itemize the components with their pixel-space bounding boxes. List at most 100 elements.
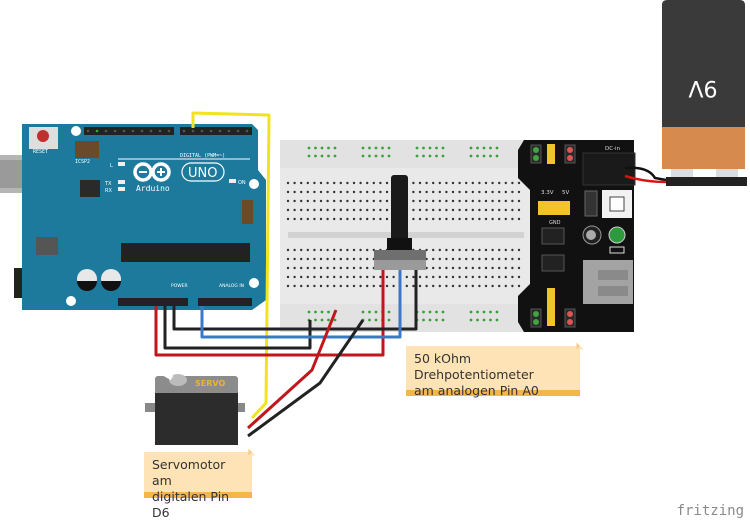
header-pin [182,129,186,133]
breadboard-hole [359,257,362,261]
rail-hole [489,154,492,158]
breadboard-hole [339,190,342,194]
top-power-rail [280,140,532,168]
breadboard-hole [346,199,349,203]
breadboard-hole [438,275,441,279]
breadboard-hole [511,208,514,212]
breadboard-hole [319,217,323,221]
breadboard-hole [438,284,441,288]
power-led [608,226,626,244]
breadboard-hole [478,181,481,185]
breadboard-hole [346,181,349,185]
rail-hole [374,318,378,322]
breadboard-hole [286,257,290,261]
breadboard-hole [504,208,507,212]
arduino-uno-board: RESET ICSP2 DIGITAL (PWM=~) L TX RX ON U… [0,124,266,310]
breadboard-hole [293,181,296,185]
capacitor-band [101,281,121,291]
breadboard-hole [458,248,461,252]
breadboard-hole [286,284,290,288]
rail-hole [387,310,391,314]
rail-hole [435,310,438,314]
breadboard-hole [445,181,448,185]
breadboard-hole [326,199,329,203]
breadboard-hole [306,248,309,252]
breadboard-hole [517,284,521,288]
pin-red [567,311,573,317]
battery-body-top [662,0,745,127]
breadboard-hole [491,275,494,279]
breadboard-hole [313,190,316,194]
breadboard-hole [425,199,428,203]
wire-a0-pot [200,270,402,339]
power-switch [584,190,598,217]
breadboard-hole [465,266,468,270]
breadboard-hole [346,208,349,212]
rail-hole [495,318,499,322]
breadboard-hole [286,181,290,185]
breadboard-hole [445,266,448,270]
header-pin [131,129,135,133]
breadboard-hole [451,248,455,252]
breadboard-hole [366,275,369,279]
breadboard-hole [372,190,375,194]
pin-green [533,155,539,161]
label-gnd: GND [549,220,561,226]
rail-pins-top [530,144,542,164]
rail-hole [320,146,324,150]
breadboard-hole [517,181,521,185]
breadboard-hole [498,208,501,212]
rail-hole [415,146,419,150]
breadboard-hole [300,284,303,288]
rail-hole [333,154,337,158]
breadboard-hole [478,190,481,194]
rail-hole [368,310,371,314]
rail-hole [495,154,499,158]
rail-hole [422,146,425,150]
breadboard-hole [300,257,303,261]
breadboard-hole [418,208,422,212]
breadboard-hole [359,266,362,270]
breadboard-hole [339,266,342,270]
breadboard-hole [385,284,389,288]
breadboard-hole [352,190,356,194]
breadboard-hole [372,284,375,288]
servo-arm [148,362,174,381]
breadboard-hole [511,266,514,270]
breadboard-hole [306,266,309,270]
breadboard-hole [432,248,435,252]
breadboard-hole [372,275,375,279]
breadboard-hole [306,208,309,212]
breadboard-hole [339,208,342,212]
breadboard-hole [300,190,303,194]
breadboard-hole [432,284,435,288]
breadboard-hole [478,208,481,212]
header-pin [167,129,171,133]
breadboard-hole [313,181,316,185]
breadboard-hole [471,275,474,279]
led-rx-label: RX [105,188,112,194]
rail-hole [314,318,317,322]
breadboard-hole [300,248,303,252]
breadboard-hole [484,190,488,194]
breadboard-hole [484,257,488,261]
potentiometer [374,175,426,270]
analog-header-label: ANALOG IN [219,283,244,289]
battery-terminal [716,169,738,178]
breadboard-hole [339,257,342,261]
breadboard-hole [517,199,521,203]
breadboard-hole [346,275,349,279]
note-servo-line1: Servomotor am [152,457,226,488]
breadboard-hole [366,266,369,270]
breadboard-hole [346,248,349,252]
breadboard-hole [511,217,514,221]
rail-hole [387,318,391,322]
icsp-header [242,200,253,224]
breadboard-hole [445,284,448,288]
dc-in-label: DC-in [605,146,621,152]
breadboard-hole [333,199,336,203]
breadboard-hole [425,275,428,279]
breadboard-hole [517,208,521,212]
breadboard-hole [478,284,481,288]
breadboard-hole [451,190,455,194]
